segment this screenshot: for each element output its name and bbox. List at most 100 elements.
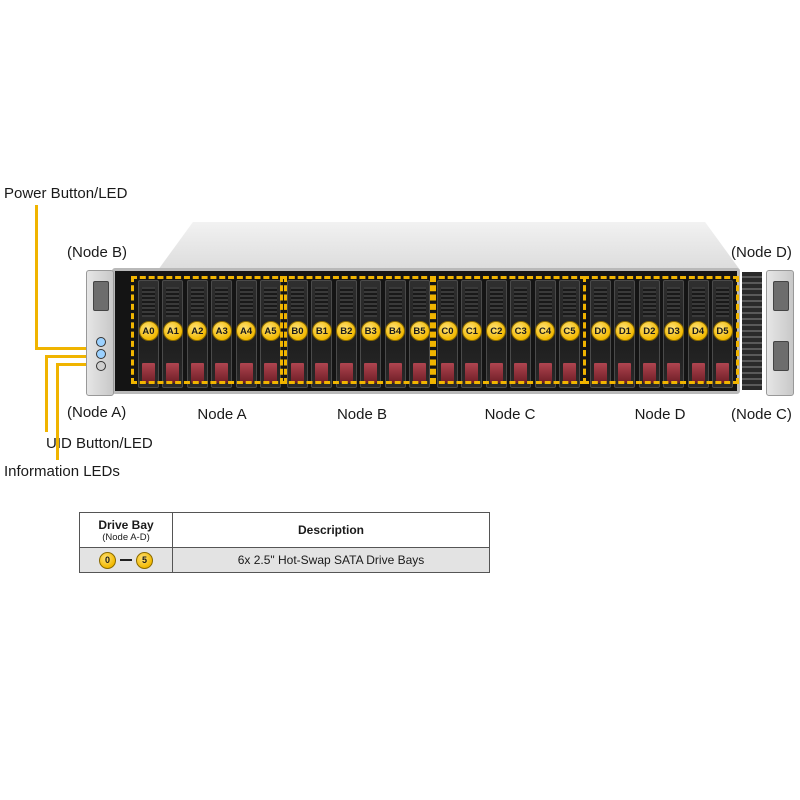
drive-bay-badge: B3 xyxy=(360,321,381,341)
node-group-outline-d xyxy=(583,276,740,384)
range-dash xyxy=(120,559,132,561)
drive-grill xyxy=(142,287,155,317)
left-rack-ear xyxy=(86,270,114,396)
drive-latch[interactable] xyxy=(339,363,353,383)
table-header-description: Description xyxy=(172,512,490,548)
drive-latch[interactable] xyxy=(514,363,528,383)
node-c-control-panel[interactable] xyxy=(773,341,789,371)
drive-bay-badge: D0 xyxy=(590,321,611,341)
node-group-outline-b xyxy=(280,276,437,384)
information-leds-label: Information LEDs xyxy=(4,463,120,480)
drive-bay-badge: A2 xyxy=(187,321,208,341)
drive-bay-badge: B2 xyxy=(336,321,357,341)
drive-bay-badge: A0 xyxy=(138,321,159,341)
drive-grill xyxy=(339,287,353,317)
drive-latch[interactable] xyxy=(716,363,729,383)
drive-latch[interactable] xyxy=(489,363,503,383)
drive-bay-b3[interactable] xyxy=(360,280,382,388)
drive-grill xyxy=(618,287,632,317)
drive-bay-badge: B4 xyxy=(385,321,406,341)
uid-leader-vertical xyxy=(45,357,48,432)
power-leader-vertical xyxy=(35,205,38,350)
drive-bay-badge: C3 xyxy=(510,321,531,341)
bay-end-badge: 5 xyxy=(136,551,153,569)
node-a-power-button[interactable] xyxy=(96,337,106,347)
server-top-cover xyxy=(158,222,740,270)
header-drive-bay-sub: (Node A-D) xyxy=(102,531,150,543)
drive-grill xyxy=(563,287,576,317)
node-label-b: Node B xyxy=(336,406,388,423)
drive-latch[interactable] xyxy=(441,363,454,383)
drive-grill xyxy=(388,287,402,317)
power-supply-vent xyxy=(742,272,762,390)
drive-bay-badge: D4 xyxy=(688,321,709,341)
drive-latch[interactable] xyxy=(465,363,479,383)
drive-grill xyxy=(514,287,528,317)
drive-grill xyxy=(215,287,229,317)
drive-grill xyxy=(594,287,607,317)
drive-bay-badge: C2 xyxy=(486,321,507,341)
drive-bay-badge: B1 xyxy=(311,321,332,341)
bay-start-badge: 0 xyxy=(99,551,116,569)
drive-grill xyxy=(413,287,426,317)
drive-bay-badge: C4 xyxy=(535,321,556,341)
info-leader-horizontal xyxy=(56,363,95,366)
node-group-outline-c xyxy=(430,276,587,384)
drive-bay-badge: C5 xyxy=(559,321,580,341)
node-d-control-panel[interactable] xyxy=(773,281,789,311)
drive-bay-badge: A4 xyxy=(236,321,257,341)
drive-grill xyxy=(315,287,329,317)
drive-latch[interactable] xyxy=(315,363,329,383)
drive-grill xyxy=(190,287,204,317)
uid-button-label: UID Button/LED xyxy=(46,435,153,452)
drive-latch[interactable] xyxy=(142,363,155,383)
drive-latch[interactable] xyxy=(563,363,576,383)
drive-latch[interactable] xyxy=(667,363,681,383)
drive-latch[interactable] xyxy=(538,363,552,383)
drive-latch[interactable] xyxy=(166,363,180,383)
power-button-label: Power Button/LED xyxy=(4,185,128,202)
drive-latch[interactable] xyxy=(264,363,277,383)
drive-latch[interactable] xyxy=(413,363,426,383)
drive-latch[interactable] xyxy=(190,363,204,383)
drive-latch[interactable] xyxy=(364,363,378,383)
drive-grill xyxy=(291,287,304,317)
drive-grill xyxy=(642,287,656,317)
power-leader-horizontal xyxy=(35,347,95,350)
drive-bay-badge: B5 xyxy=(409,321,430,341)
drive-latch[interactable] xyxy=(691,363,705,383)
node-a-uid-button[interactable] xyxy=(96,349,106,359)
drive-grill xyxy=(489,287,503,317)
drive-bay-badge: D1 xyxy=(614,321,635,341)
drive-bay-badge: B0 xyxy=(287,321,308,341)
drive-latch[interactable] xyxy=(594,363,607,383)
table-header-drive-bay: Drive Bay (Node A-D) xyxy=(79,512,173,548)
uid-leader-horizontal xyxy=(45,355,95,358)
node-label-d: Node D xyxy=(634,406,686,423)
drive-latch[interactable] xyxy=(291,363,304,383)
corner-label-top-left: (Node B) xyxy=(67,244,128,261)
drive-grill xyxy=(441,287,454,317)
drive-grill xyxy=(716,287,729,317)
drive-latch[interactable] xyxy=(388,363,402,383)
drive-bay-badge: D5 xyxy=(712,321,733,341)
drive-latch[interactable] xyxy=(642,363,656,383)
info-leader-vertical xyxy=(56,364,59,460)
drive-latch[interactable] xyxy=(618,363,632,383)
drive-grill xyxy=(239,287,253,317)
drive-bay-badge: A3 xyxy=(211,321,232,341)
node-b-control-panel[interactable] xyxy=(93,281,109,311)
drive-grill xyxy=(264,287,277,317)
drive-grill xyxy=(364,287,378,317)
node-group-outline-a xyxy=(131,276,288,384)
drive-latch[interactable] xyxy=(215,363,229,383)
table-cell-description: 6x 2.5" Hot-Swap SATA Drive Bays xyxy=(172,547,490,573)
node-label-c: Node C xyxy=(484,406,536,423)
drive-latch[interactable] xyxy=(239,363,253,383)
drive-grill xyxy=(538,287,552,317)
drive-bay-badge: D2 xyxy=(639,321,660,341)
header-drive-bay-text: Drive Bay xyxy=(98,517,154,532)
corner-label-top-right: (Node D) xyxy=(731,244,792,261)
